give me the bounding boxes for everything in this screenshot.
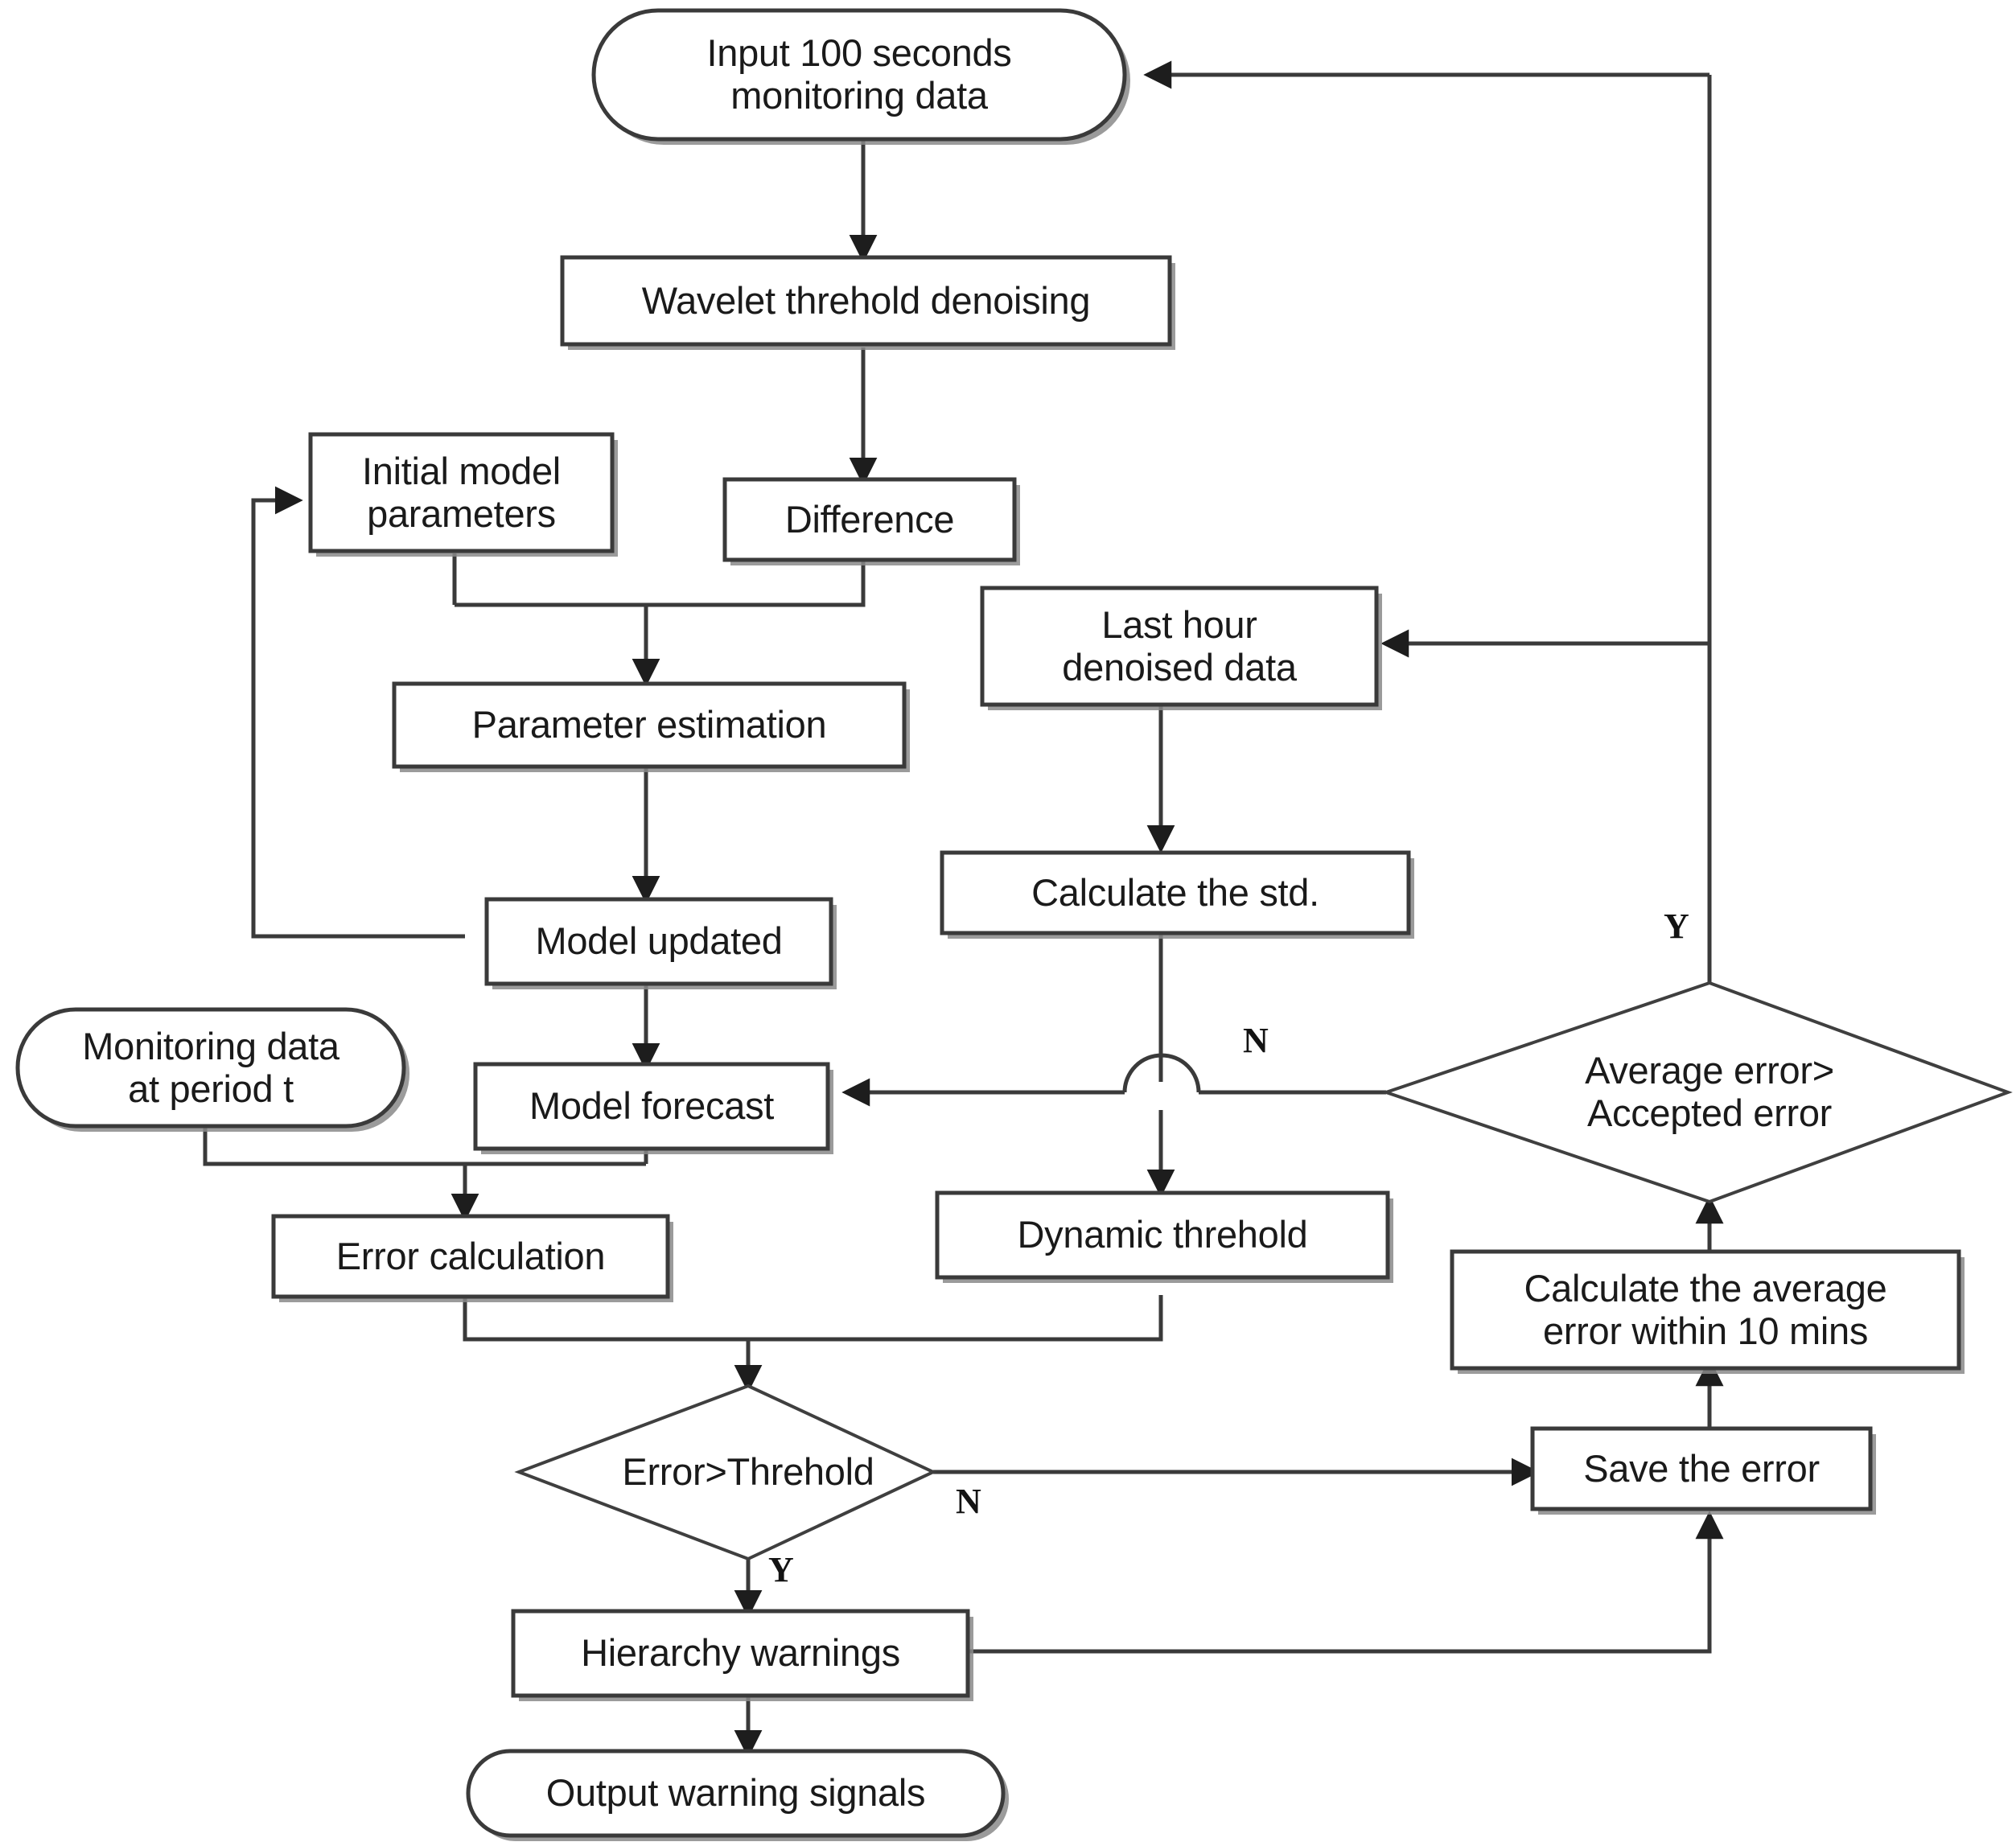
node-calc-avg-error-shape[interactable]	[1450, 1249, 1961, 1371]
connectors: Save the error --> Hierarchy warnings --…	[203, 60, 1724, 1758]
edge-line-hop	[1122, 1053, 1201, 1093]
node-monitoring-period-shape[interactable]	[15, 1007, 406, 1129]
node-avg-error-check-shape[interactable]	[1380, 981, 2013, 1204]
edge-difference-to-merge	[455, 549, 866, 607]
branch-label-error-threhold-no: N	[956, 1482, 981, 1521]
node-error-calc-shape[interactable]	[271, 1214, 670, 1299]
branch-label-avg-error-no: N	[1243, 1021, 1269, 1060]
node-calc-std-shape[interactable]	[940, 850, 1411, 935]
node-wavelet-shape[interactable]	[560, 255, 1172, 347]
node-shapes	[15, 8, 2013, 1841]
node-error-threhold-shape[interactable]	[514, 1383, 937, 1561]
edge-modelupdated-to-initialparams	[251, 486, 465, 939]
edge-monitoring-to-join	[203, 1126, 465, 1166]
node-difference-shape[interactable]	[722, 477, 1017, 562]
node-model-updated-shape[interactable]	[484, 897, 833, 986]
node-last-hour-shape[interactable]	[980, 586, 1379, 707]
edge-hierarchy-to-saveerror	[965, 1511, 1724, 1654]
node-initial-params-shape[interactable]	[308, 432, 615, 553]
node-dynamic-threhold-shape[interactable]	[935, 1190, 1390, 1280]
node-model-forecast-shape[interactable]	[473, 1062, 830, 1151]
node-save-error-shape[interactable]	[1530, 1426, 1873, 1511]
branch-label-avg-error-yes: Y	[1664, 907, 1689, 946]
node-param-estimation-shape[interactable]	[392, 681, 907, 769]
edge-errorcalc-to-join2	[463, 1297, 748, 1342]
node-hierarchy-warn-shape[interactable]	[511, 1609, 970, 1698]
edge-dynamicthrehold-to-join2	[748, 1295, 1163, 1342]
branch-label-error-threhold-yes: Y	[768, 1550, 794, 1589]
node-output-signals-shape[interactable]	[466, 1749, 1006, 1838]
node-input-data-shape[interactable]	[591, 8, 1127, 142]
